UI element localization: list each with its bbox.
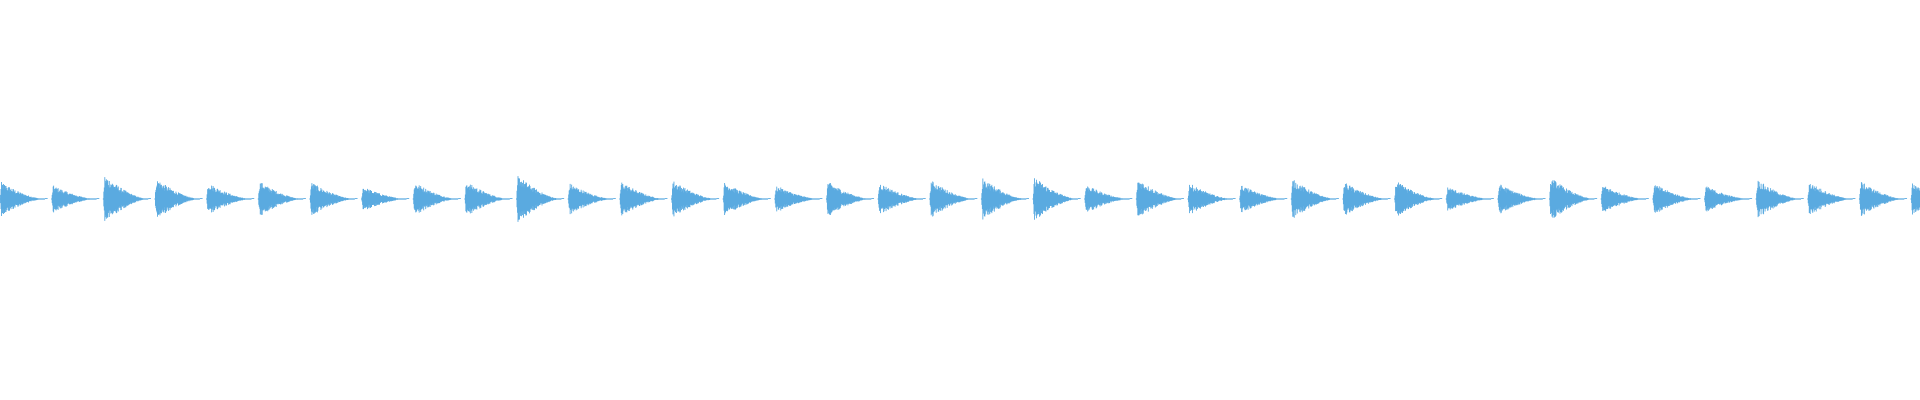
waveform-pulse (102, 177, 151, 221)
waveform-pulse (1497, 184, 1546, 214)
waveform-pulse (1239, 185, 1288, 213)
waveform-pulse (1394, 182, 1443, 216)
waveform-pulse (51, 185, 100, 213)
waveform-pulse (1032, 178, 1081, 220)
waveform-pulse (1807, 184, 1856, 214)
waveform-pulse (567, 183, 616, 215)
waveform-pulse (1910, 183, 1920, 215)
waveform-pulse (1600, 186, 1649, 212)
waveform-pulse (361, 188, 410, 210)
waveform-pulse (722, 182, 771, 216)
waveform-pulse (1342, 183, 1391, 215)
waveform-pulse (1187, 184, 1236, 214)
waveform-pulse (516, 176, 565, 222)
waveform-pulse (825, 183, 875, 215)
waveform-pulse (154, 181, 203, 217)
waveform-pulse (619, 182, 668, 216)
waveform-pulses (0, 176, 1920, 222)
waveform-pulse (257, 183, 306, 215)
waveform-pulse (1755, 180, 1804, 218)
waveform-pulse (1084, 186, 1133, 212)
waveform-pulse (1290, 180, 1339, 218)
waveform-pulse (309, 183, 358, 215)
waveform-pulse (671, 181, 720, 217)
waveform-pulse (464, 184, 513, 214)
waveform-pulse (1858, 182, 1908, 216)
waveform-pulse (1704, 186, 1753, 212)
waveform-pulse (1652, 185, 1701, 213)
waveform-pulse (412, 185, 461, 213)
waveform-pulse (980, 178, 1029, 220)
waveform-pulse (1445, 187, 1494, 211)
waveform-pulse (1135, 182, 1184, 216)
waveform-pulse (877, 184, 926, 214)
waveform-pulse (929, 181, 978, 217)
waveform-pulse (774, 186, 823, 212)
waveform-pulse (0, 181, 48, 217)
waveform-pulse (1549, 180, 1598, 218)
waveform-pulse (206, 185, 255, 213)
